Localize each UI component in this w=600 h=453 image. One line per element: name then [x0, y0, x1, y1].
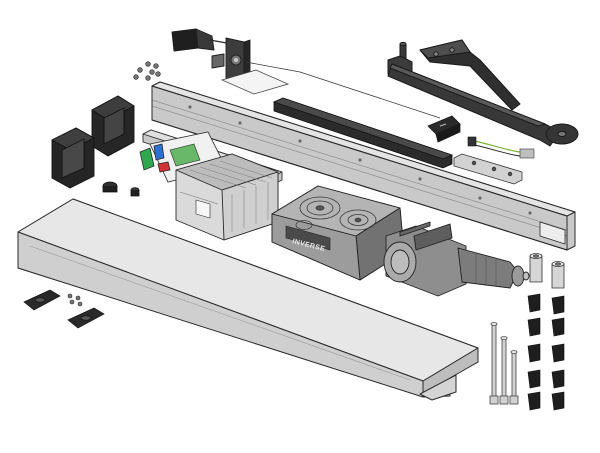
track-rail [151, 81, 576, 251]
screw-set-top [133, 61, 161, 81]
operator-arm [387, 39, 579, 147]
gear-unit [271, 185, 405, 281]
cover-clips [527, 293, 565, 411]
power-plug [427, 115, 461, 143]
mounting-plate [453, 153, 523, 185]
screw-set-bottom [67, 293, 83, 307]
spacer-tubes [529, 253, 565, 289]
pulley-cable [245, 61, 441, 119]
label-card [220, 69, 290, 95]
power-supply-unit [175, 153, 279, 241]
gear-wheels [295, 196, 377, 231]
knob-part [102, 181, 140, 197]
rubber-feet [23, 289, 105, 329]
psu-vent-grid [189, 160, 273, 232]
signal-cable [467, 136, 535, 159]
motor [383, 221, 530, 297]
long-bolts [489, 322, 519, 405]
belt-bar [272, 97, 454, 169]
end-cap-set [51, 95, 135, 189]
cover-profile [17, 198, 479, 401]
track-rail-holes [188, 105, 532, 215]
